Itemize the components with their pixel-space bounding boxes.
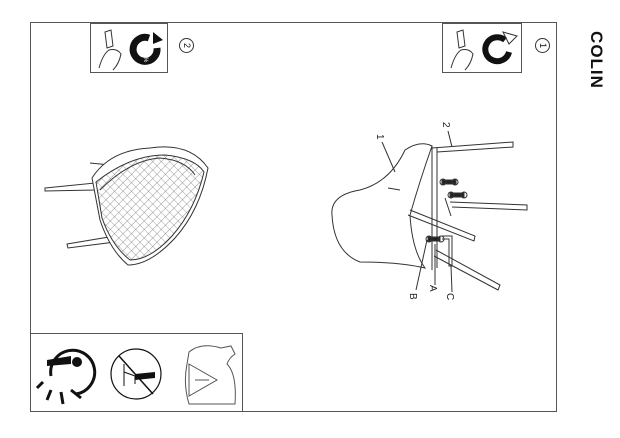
hardware-label-c: C [444, 293, 455, 300]
hardware-label-a: A [427, 285, 438, 292]
svg-text:75%: 75% [493, 46, 499, 59]
tighten-rotation-icon: 100% [129, 32, 163, 65]
no-standing-icon [110, 348, 162, 400]
hardware-label-b: B [407, 293, 418, 300]
diagram-labels: 1 2 A B C [374, 122, 455, 300]
allen-key-hand-icon: 75% [450, 29, 518, 71]
page-frame [30, 22, 557, 412]
tighten-rotation-icon: 75% [482, 31, 518, 65]
part-label-1: 1 [374, 134, 385, 140]
svg-text:100%: 100% [142, 47, 148, 63]
allen-key-c [442, 235, 453, 267]
weight-limit-icon [184, 345, 236, 405]
part-label-2: 2 [440, 122, 451, 128]
chair-exploded-step-1 [331, 130, 528, 293]
assembled-chair-step-2 [44, 146, 209, 266]
step-1-tool-box: 75% [442, 23, 522, 73]
step-2-tool-box: 100% [90, 23, 168, 73]
allen-key-hand-icon: 100% [98, 29, 163, 71]
no-disassembly-icon [35, 348, 97, 405]
safety-icons-box [30, 333, 243, 412]
